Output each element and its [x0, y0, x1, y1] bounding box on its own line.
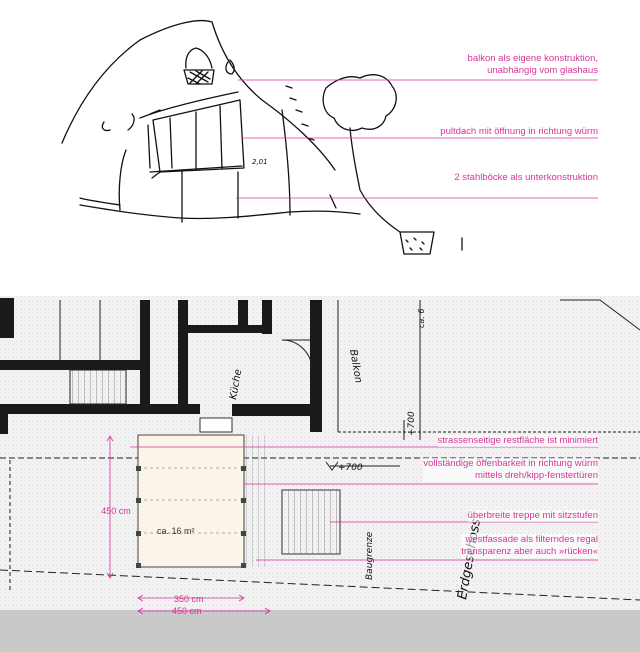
annotation-treppe: überbreite treppe mit sitzstufen [467, 510, 598, 522]
annotation-restflaeche: strassenseitige restfläche ist minimiert [437, 435, 598, 447]
annotation-balkon: balkon als eigene konstruktion, unabhäng… [467, 53, 598, 76]
annotation-offenbarkeit: vollständige öffenbarkeit in richtung wü… [423, 458, 598, 482]
label-level-2: +700 [338, 463, 363, 473]
label-level: +700 [407, 411, 417, 436]
label-kueche: Küche [228, 368, 244, 400]
label-ca: ca. 6 [417, 309, 426, 328]
sketch-drawing: 2,01 [61, 19, 598, 255]
glasshouse-footprint [137, 434, 245, 568]
dimension-width-outer: 450 cm [172, 606, 202, 616]
dimension-area: ca. 16 m² [157, 526, 195, 536]
dimension-width-inner: 350 cm [174, 594, 204, 604]
annotation-stahlboecke: 2 stahlböcke als unterkonstruktion [454, 172, 598, 183]
sketch-note: 2,01 [252, 158, 268, 166]
label-baugrenze: Baugrenze [365, 531, 375, 580]
dimension-height: 450 cm [101, 506, 131, 516]
annotation-westfassade: westfassade als filterndes regal transpa… [461, 534, 598, 558]
annotation-pultdach: pultdach mit öffnung in richtung würm [440, 126, 598, 137]
